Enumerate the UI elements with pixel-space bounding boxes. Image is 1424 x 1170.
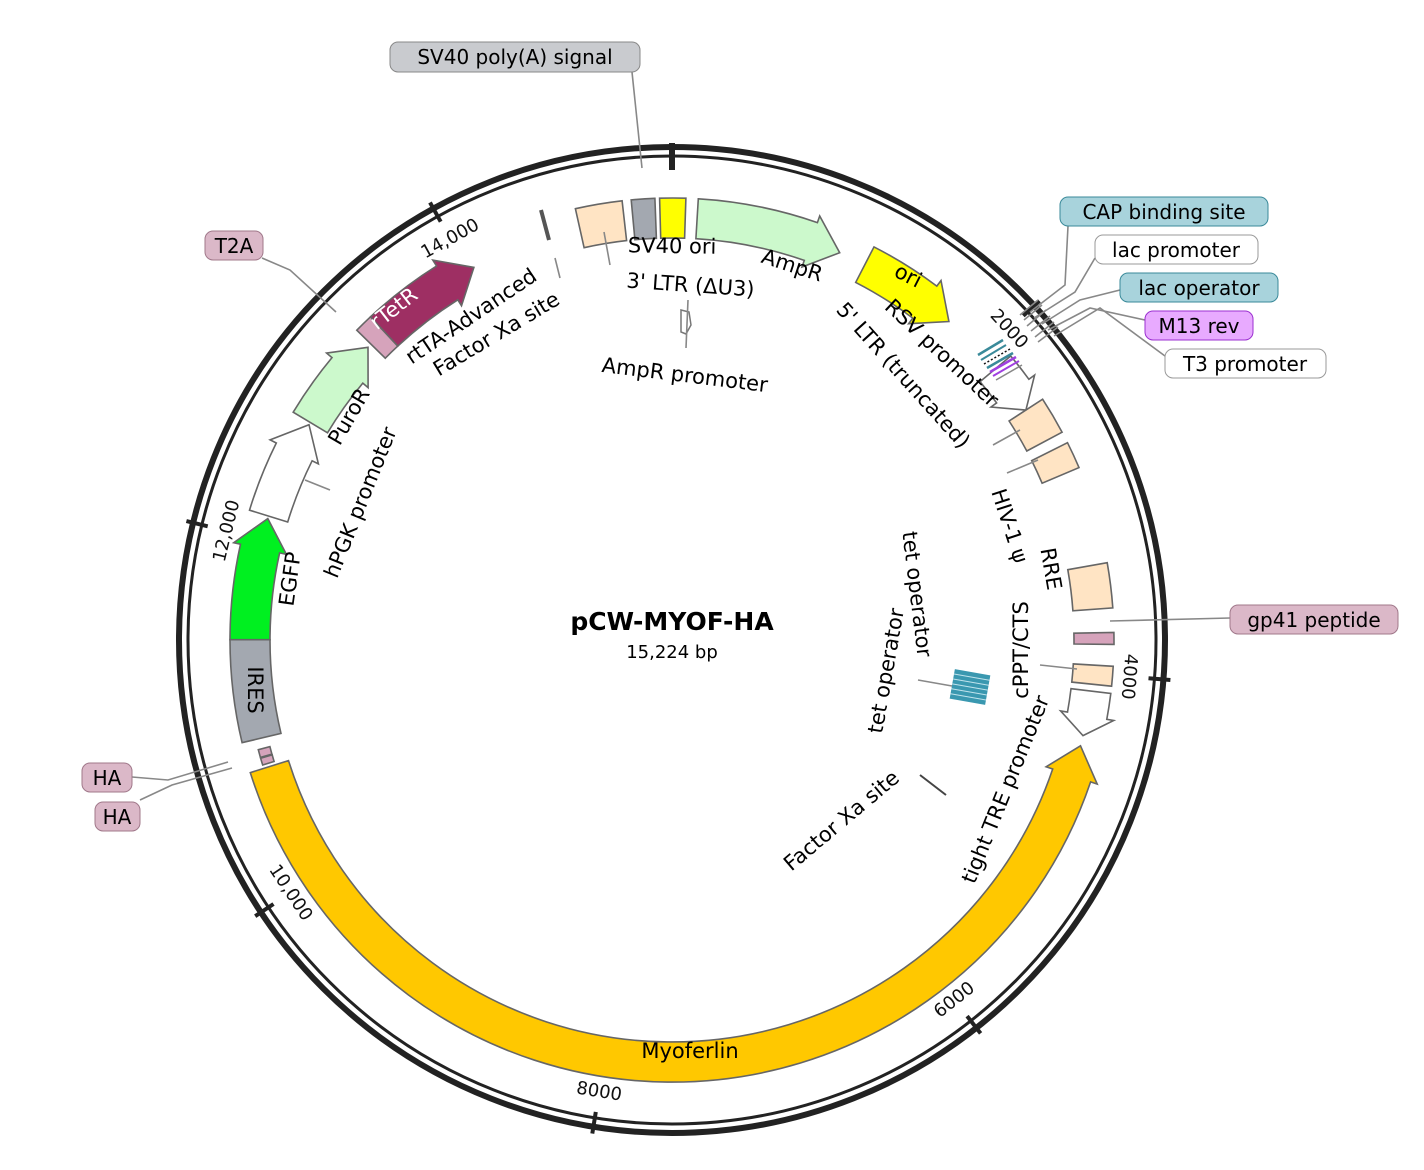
feature-rtetr[interactable] — [369, 258, 475, 348]
feature-hpgk[interactable] — [248, 423, 320, 524]
feature-hiv-psi[interactable] — [1030, 441, 1081, 485]
tick-mark — [185, 519, 209, 529]
feature-egfp[interactable] — [229, 517, 288, 641]
label-ires: IRES — [243, 666, 267, 713]
hiv-psi-leader — [1006, 459, 1039, 474]
tick-label: 4000 — [1117, 653, 1142, 700]
ltr5-leader — [992, 429, 1021, 446]
label-hiv-psi: HIV-1 ψ — [986, 486, 1032, 566]
callout-sv40-polya[interactable]: SV40 poly(A) signal — [389, 41, 643, 169]
label-tet-operator-2: tet operator — [863, 606, 909, 735]
factor-xa-site-mark — [539, 209, 551, 241]
lac-cluster — [977, 299, 1059, 381]
feature-cppt[interactable] — [1070, 663, 1115, 688]
feature-myoferlin[interactable] — [249, 744, 1099, 1083]
label-myoferlin: Myoferlin — [641, 1039, 738, 1063]
callout-t3-promoter[interactable]: T3 promoter — [1053, 307, 1327, 379]
tick-mark — [254, 902, 275, 918]
callout-cap-binding-site[interactable]: CAP binding site — [1029, 196, 1269, 313]
callout-t2a[interactable]: T2A — [204, 230, 337, 313]
callout-label: T2A — [214, 234, 254, 258]
feature-puror[interactable] — [292, 346, 369, 434]
feature-tre[interactable] — [1058, 687, 1117, 737]
callout-label: lac operator — [1138, 276, 1260, 300]
tick-mark — [590, 1111, 598, 1134]
callout-label: gp41 peptide — [1247, 608, 1380, 632]
feature-ltr5[interactable] — [1007, 398, 1064, 453]
callout-ha-1[interactable]: HA — [81, 761, 229, 793]
tick-mark — [1148, 676, 1171, 682]
hpgk-leader — [304, 479, 331, 491]
feature-ltr3[interactable] — [574, 199, 628, 249]
feature-sv40pa[interactable] — [630, 197, 658, 241]
callout-label: CAP binding site — [1082, 200, 1245, 224]
callout-label: HA — [93, 766, 122, 790]
callout-m13-rev[interactable]: M13 rev — [1047, 307, 1254, 341]
tick-mark — [965, 1014, 983, 1035]
label-egfp: EGFP — [274, 550, 305, 607]
tick-mark — [1021, 299, 1041, 318]
callout-lac-operator[interactable]: lac operator — [1041, 272, 1279, 325]
callout-gp41-peptide[interactable]: gp41 peptide — [1109, 604, 1399, 635]
ltr3-leader — [603, 231, 611, 266]
factor-xa-leader — [554, 257, 561, 279]
feature-ori[interactable] — [854, 245, 950, 325]
label-factor-xa-2: Factor Xa site — [779, 766, 904, 876]
callout-label: SV40 poly(A) signal — [417, 45, 612, 69]
feature-sv40ori[interactable] — [658, 197, 687, 240]
label-ampr-promoter: AmpR promoter — [601, 353, 770, 397]
feature-ha1[interactable] — [259, 753, 276, 766]
plasmid-name: pCW-MYOF-HA — [570, 607, 774, 636]
features — [229, 197, 1117, 1083]
callout-label: T3 promoter — [1182, 352, 1308, 376]
tet-operator-leader — [917, 679, 953, 687]
label-rre: RRE — [1035, 546, 1066, 592]
label-cppt: cPPT/CTS — [1009, 601, 1033, 699]
tick-mark — [428, 201, 443, 223]
factor-xa-site-mark-2 — [919, 774, 947, 796]
tick-label: 8000 — [575, 1078, 624, 1106]
cppt-leader — [1039, 664, 1078, 670]
callout-label: lac promoter — [1112, 238, 1241, 262]
label-sv40-ori: SV40 ori — [628, 233, 717, 259]
label-3ltr: 3' LTR (ΔU3) — [626, 269, 756, 302]
callout-lac-promoter[interactable]: lac promoter — [1033, 234, 1259, 319]
tet-operator-block — [949, 669, 991, 705]
plasmid-length: 15,224 bp — [626, 642, 718, 663]
feature-gp41[interactable] — [1073, 631, 1115, 646]
feature-rre[interactable] — [1066, 561, 1114, 612]
feature-ampr[interactable] — [695, 197, 841, 269]
label-hpgk: hPGK promoter — [319, 423, 401, 581]
callout-label: M13 rev — [1159, 314, 1240, 338]
feature-ha2[interactable] — [257, 745, 273, 759]
callout-label: HA — [103, 805, 132, 829]
callout-ha-2[interactable]: HA — [94, 767, 233, 832]
ampr-promoter-leader — [685, 299, 689, 349]
